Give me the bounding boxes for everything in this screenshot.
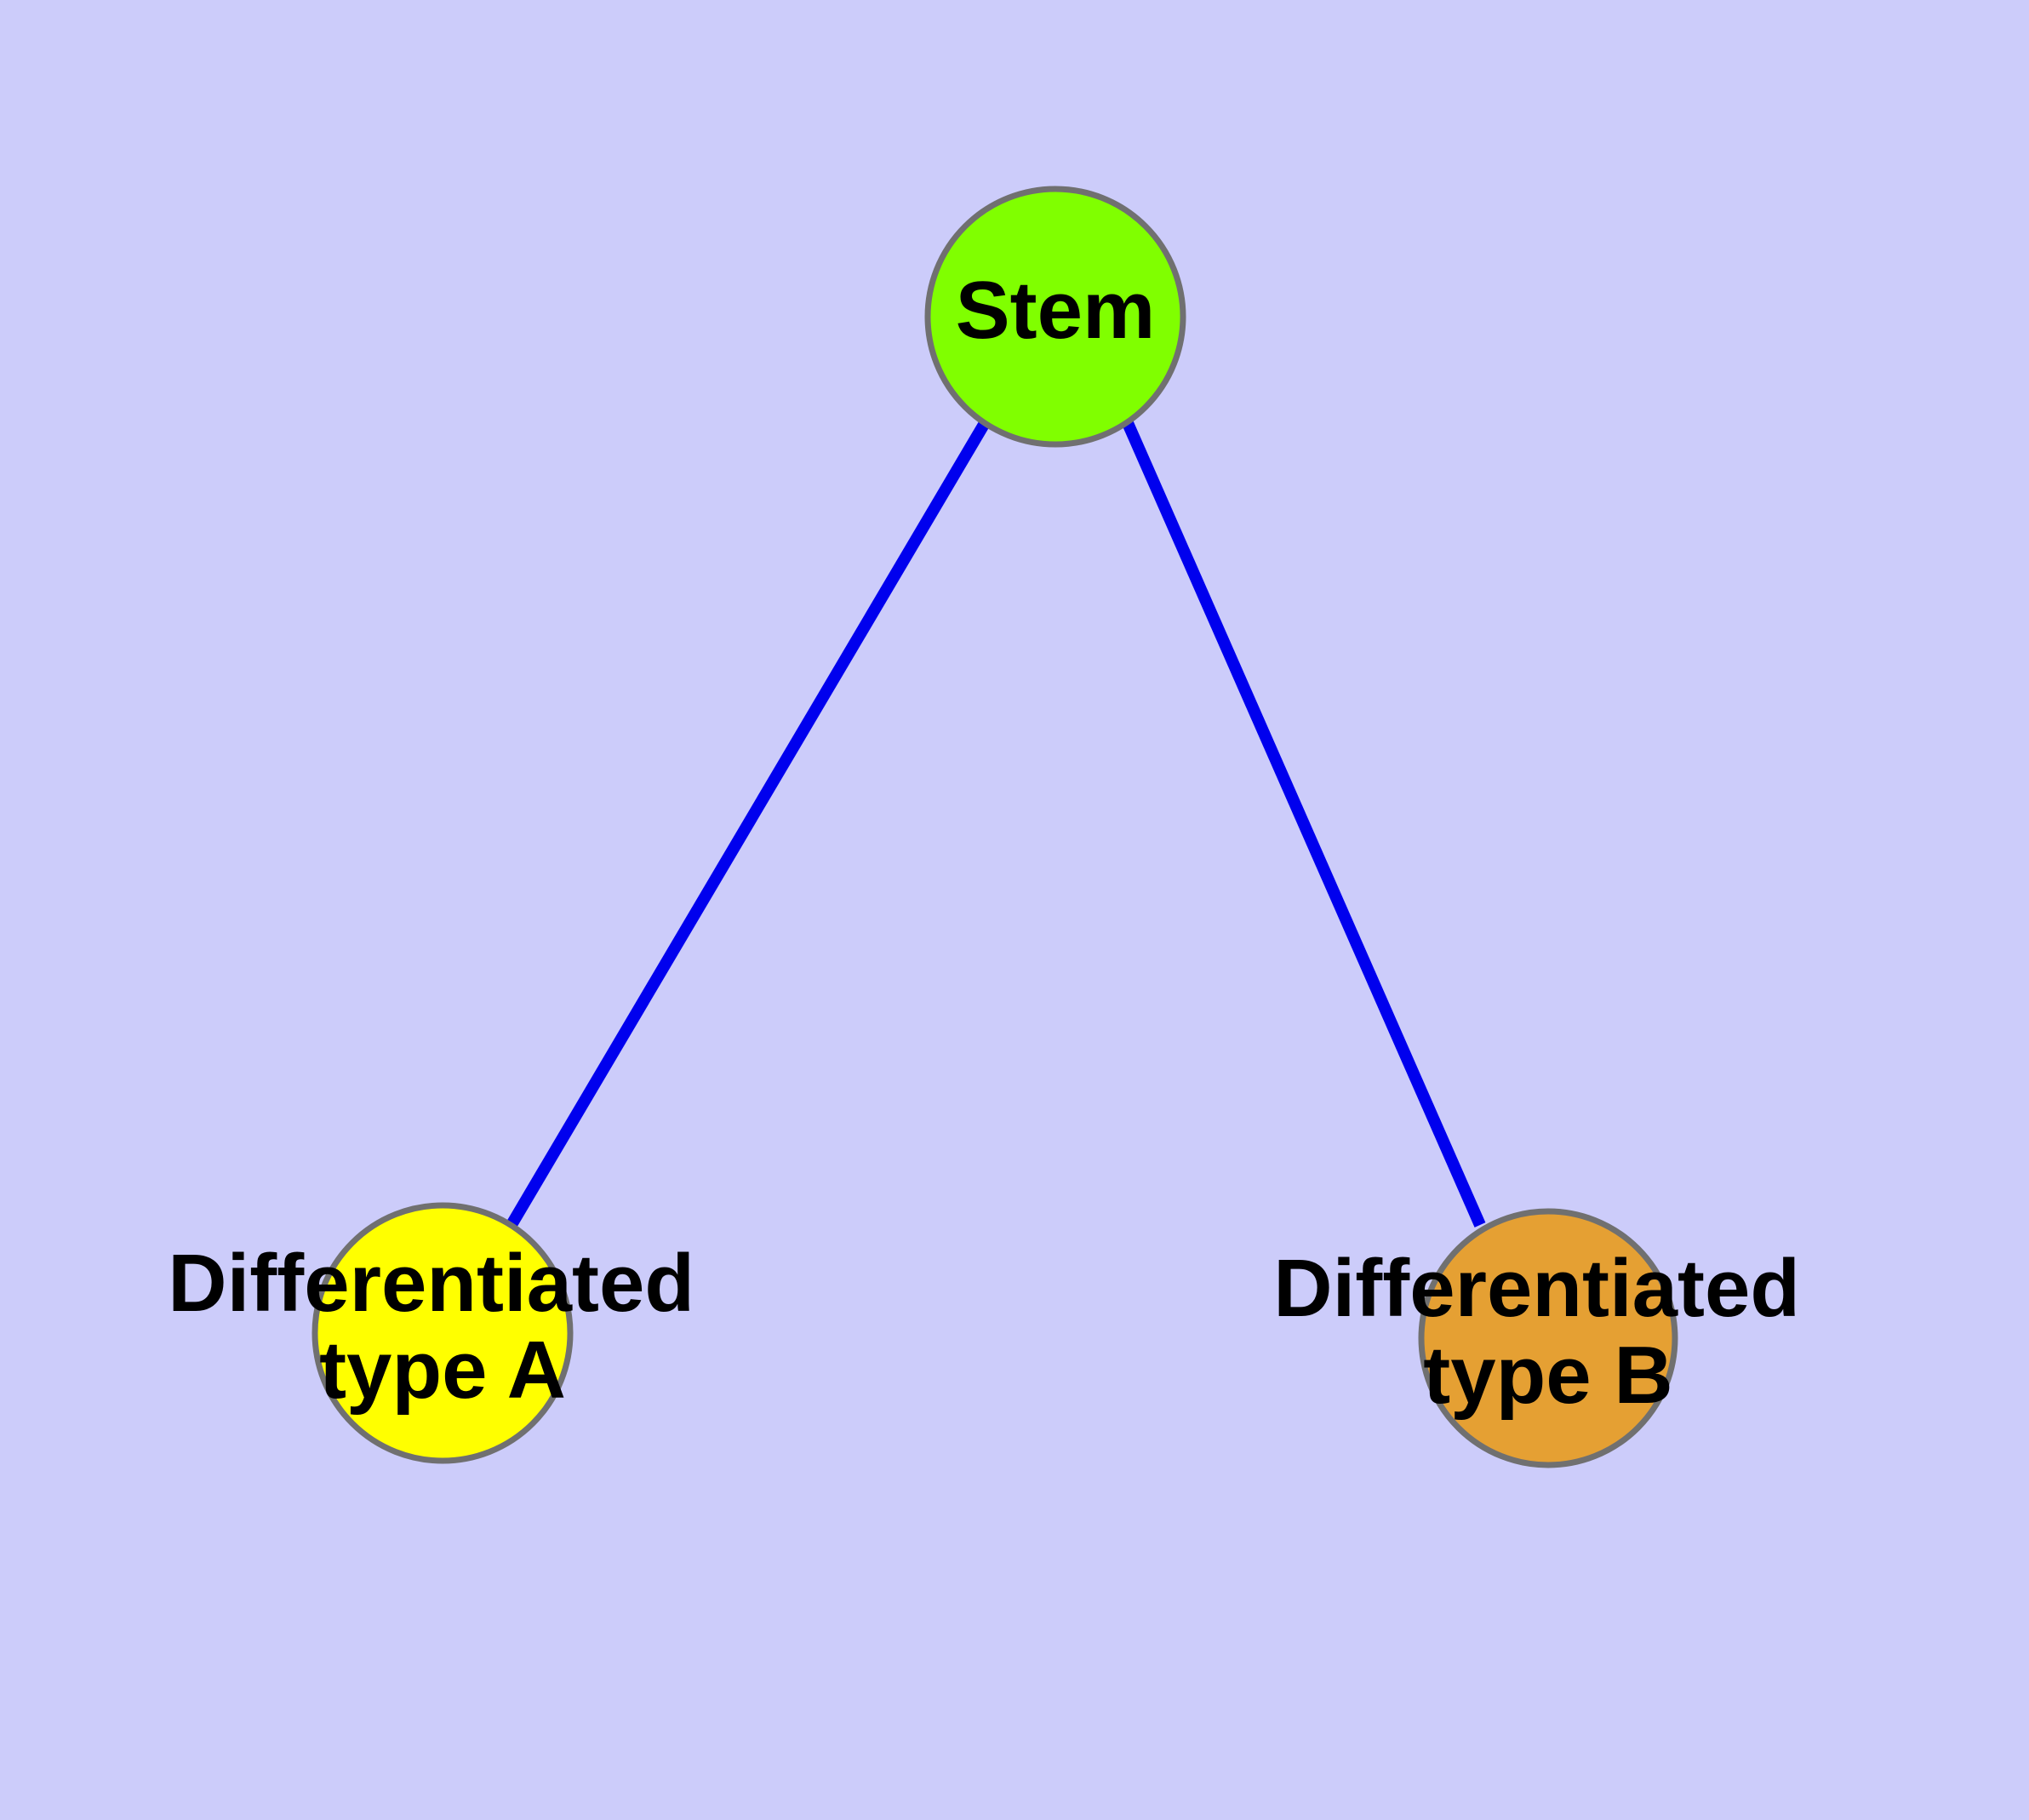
node-differentiated-type-a-label: Differentiated type A <box>168 1238 717 1416</box>
node-differentiated-type-b-label-line-2: type B <box>1423 1330 1672 1421</box>
edges-group <box>506 420 1486 1228</box>
node-differentiated-type-b-circle[interactable] <box>1418 1208 1678 1468</box>
edge-stem-to-differentiated-type-b[interactable] <box>1122 421 1486 1228</box>
node-differentiated-type-b-label-line-1: Differentiated <box>1273 1243 1800 1334</box>
node-differentiated-type-b-label: Differentiated type B <box>1273 1243 1822 1421</box>
edge-stem-to-differentiated-type-a[interactable] <box>506 420 991 1227</box>
node-differentiated-type-a-label-line-2: type A <box>319 1325 566 1416</box>
node-differentiated-type-a[interactable]: Differentiated type A <box>168 1202 717 1464</box>
node-stem-label: Stem <box>956 265 1156 356</box>
node-stem-label-line-1: Stem <box>956 265 1156 356</box>
node-stem-circle[interactable] <box>924 186 1186 448</box>
node-differentiated-type-b[interactable]: Differentiated type B <box>1273 1208 1822 1468</box>
node-stem[interactable]: Stem <box>924 186 1186 448</box>
node-differentiated-type-a-circle[interactable] <box>311 1202 574 1464</box>
node-differentiated-type-a-label-line-1: Differentiated <box>168 1238 694 1329</box>
nodes-group: Stem Differentiated type A Differentiate… <box>168 186 1822 1468</box>
